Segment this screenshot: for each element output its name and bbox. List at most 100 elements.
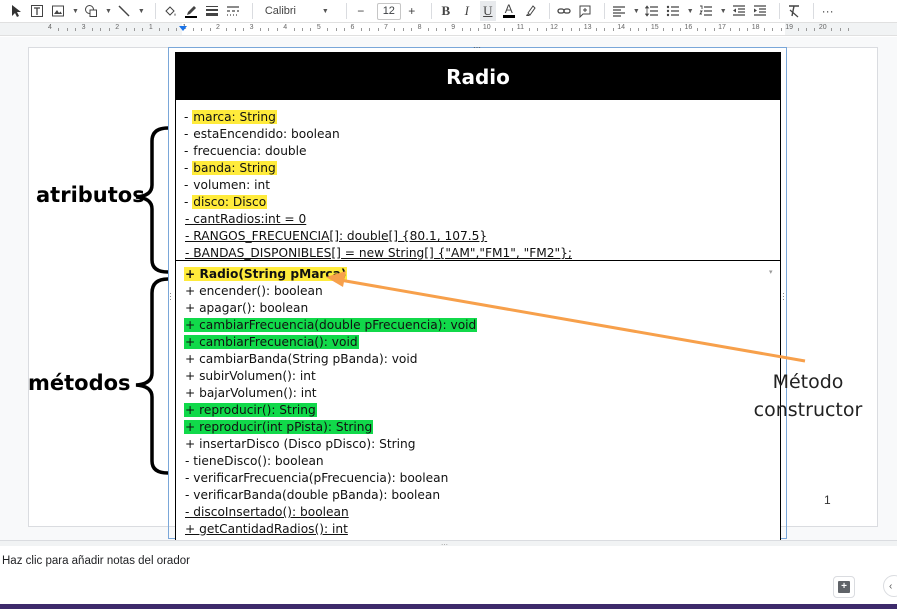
uml-line: - estaEncendido: boolean	[184, 126, 780, 143]
ruler-tick	[848, 28, 849, 31]
italic-button[interactable]: I	[464, 3, 469, 18]
ruler-tick	[495, 28, 497, 31]
resize-handle[interactable]: ···	[169, 288, 172, 304]
speaker-notes-placeholder[interactable]: Haz clic para añadir notas del orador	[2, 555, 190, 567]
ruler-tick	[444, 28, 446, 31]
explore-button[interactable]: +	[833, 576, 855, 598]
bold-button[interactable]: B	[441, 3, 451, 18]
ruler-number: 6	[350, 24, 355, 31]
uml-line-text: + Radio(String pMarca)	[184, 267, 348, 281]
resize-handle[interactable]: ⋯	[473, 43, 481, 52]
uml-line-text: - RANGOS_FRECUENCIA[]: double[] {80.1, 1…	[185, 229, 488, 243]
uml-line-text: - verificarFrecuencia(pFrecuencia): bool…	[185, 471, 449, 485]
border-dash-icon[interactable]	[225, 1, 241, 21]
ruler-tick	[377, 28, 379, 31]
ruler-number: 1	[148, 24, 153, 31]
ruler-tick	[570, 28, 572, 31]
image-icon[interactable]	[50, 1, 66, 21]
uml-line: - discoInsertado(): boolean	[184, 504, 780, 521]
ruler-number: 16	[684, 24, 693, 31]
font-size-decrease-button[interactable]: −	[357, 4, 365, 18]
notes-resize-bar[interactable]: ⋯	[0, 540, 897, 549]
speaker-notes-panel[interactable]: Haz clic para añadir notas del orador +	[0, 546, 897, 604]
ruler-number: 5	[316, 24, 321, 31]
resize-handle[interactable]: ···	[782, 288, 785, 304]
highlight-icon[interactable]	[522, 1, 538, 21]
chevron-down-icon[interactable]: ▼	[686, 7, 694, 15]
uml-line: + apagar(): boolean	[184, 300, 780, 317]
font-size-increase-button[interactable]: +	[408, 4, 416, 18]
clear-format-icon[interactable]	[786, 1, 802, 21]
toolbar-divider	[251, 3, 253, 19]
ruler-tick	[176, 28, 177, 31]
chevron-down-icon[interactable]: ▼	[137, 7, 145, 15]
align-icon[interactable]	[611, 1, 627, 21]
uml-line-text: - verificarBanda(double pBanda): boolean	[185, 488, 441, 502]
chevron-down-icon[interactable]: ▾	[769, 269, 773, 276]
border-color-icon[interactable]	[183, 1, 199, 21]
font-family-select[interactable]: Calibri ▼	[261, 1, 335, 21]
shape-icon[interactable]	[83, 1, 99, 21]
uml-line-prefix: -	[184, 127, 193, 141]
ruler-number: 18	[751, 24, 760, 31]
uml-line-text: - tieneDisco(): boolean	[185, 454, 324, 468]
numbered-list-icon[interactable]	[698, 1, 714, 21]
chevron-down-icon[interactable]: ▼	[72, 7, 79, 15]
uml-line: + reproducir(): String	[184, 402, 780, 419]
indent-decrease-icon[interactable]	[731, 1, 747, 21]
uml-line: + bajarVolumen(): int	[184, 385, 780, 402]
uml-line-prefix: -	[184, 178, 193, 192]
ruler-tick	[537, 28, 539, 31]
ruler-tick	[310, 28, 312, 31]
select-arrow-icon[interactable]	[8, 1, 24, 21]
uml-line: - RANGOS_FRECUENCIA[]: double[] {80.1, 1…	[184, 228, 780, 245]
ruler-tick	[428, 28, 429, 31]
ruler-tick	[730, 28, 732, 31]
border-weight-icon[interactable]	[204, 1, 220, 21]
ruler-tick	[100, 28, 102, 31]
uml-class-diagram[interactable]: Radio - marca: String- estaEncendido: bo…	[175, 52, 781, 540]
line-icon[interactable]	[116, 1, 132, 21]
indent-increase-icon[interactable]	[752, 1, 768, 21]
drag-handle-icon[interactable]: ⋯	[441, 541, 448, 549]
uml-line-text: + cambiarBanda(String pBanda): void	[185, 352, 418, 366]
uml-line: + subirVolumen(): int	[184, 368, 780, 385]
text-color-button[interactable]: A	[501, 1, 517, 21]
slide-page-number: 1	[824, 493, 831, 507]
uml-line-text: banda: String	[192, 161, 277, 175]
uml-line-text: estaEncendido: boolean	[193, 127, 340, 141]
toolbar-divider	[778, 3, 780, 19]
link-icon[interactable]	[556, 1, 572, 21]
bulleted-list-icon[interactable]	[665, 1, 681, 21]
uml-line-text: + apagar(): boolean	[185, 301, 309, 315]
ruler-tick	[562, 28, 564, 31]
line-spacing-icon[interactable]	[644, 1, 660, 21]
ruler-tick	[192, 28, 194, 31]
uml-line: + cambiarBanda(String pBanda): void	[184, 351, 780, 368]
ruler-tick	[612, 28, 614, 31]
ruler-tick	[663, 28, 665, 31]
uml-line: + getCantidadRadios(): int	[184, 521, 780, 538]
ruler-tick	[638, 28, 639, 31]
chevron-down-icon[interactable]: ▼	[632, 7, 640, 15]
ruler-tick	[243, 28, 245, 31]
side-panel-toggle[interactable]: ‹	[883, 575, 897, 597]
ruler-tick	[360, 28, 362, 31]
chevron-down-icon[interactable]: ▼	[104, 7, 112, 15]
chevron-down-icon[interactable]: ▼	[719, 7, 727, 15]
comment-icon[interactable]	[577, 1, 593, 21]
indent-marker[interactable]	[179, 26, 187, 31]
ruler-tick	[276, 28, 278, 31]
ruler-number: 2	[216, 24, 220, 31]
uml-line: - cantRadios:int = 0	[184, 211, 780, 228]
more-options-button[interactable]: ···	[821, 4, 834, 18]
uml-line: + Radio(String pMarca)	[184, 266, 780, 283]
ruler-number: 7	[384, 24, 388, 31]
ruler-tick	[66, 28, 68, 31]
fill-color-icon[interactable]	[162, 1, 178, 21]
font-size-input[interactable]: 12	[376, 2, 401, 20]
ruler-tick	[512, 28, 513, 31]
plus-icon: +	[838, 581, 850, 593]
underline-button[interactable]: U	[479, 1, 496, 21]
textbox-icon[interactable]	[29, 1, 45, 21]
